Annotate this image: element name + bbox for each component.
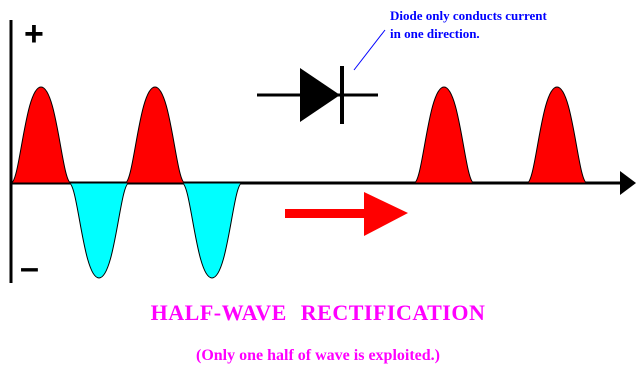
plus-sign: +	[24, 15, 44, 53]
minus-sign: –	[20, 249, 39, 287]
note-pointer-line	[353, 29, 386, 71]
input-negative-half-1	[68, 182, 130, 279]
output-positive-half-1	[413, 86, 475, 184]
diode-note-line1: Diode only conducts current	[390, 8, 548, 23]
right-arrow-icon	[285, 192, 408, 236]
input-positive-half-2	[124, 86, 186, 184]
diagram-title: HALF-WAVE RECTIFICATION	[150, 300, 486, 325]
diode-symbol-icon	[257, 66, 378, 124]
input-positive-half-1	[10, 86, 72, 184]
horizontal-axis-arrowhead	[620, 171, 636, 195]
output-positive-half-2	[526, 86, 588, 184]
diagram-subtitle: (Only one half of wave is exploited.)	[196, 347, 440, 364]
diode-note-line2: in one direction.	[390, 26, 480, 41]
input-negative-half-2	[181, 182, 243, 279]
